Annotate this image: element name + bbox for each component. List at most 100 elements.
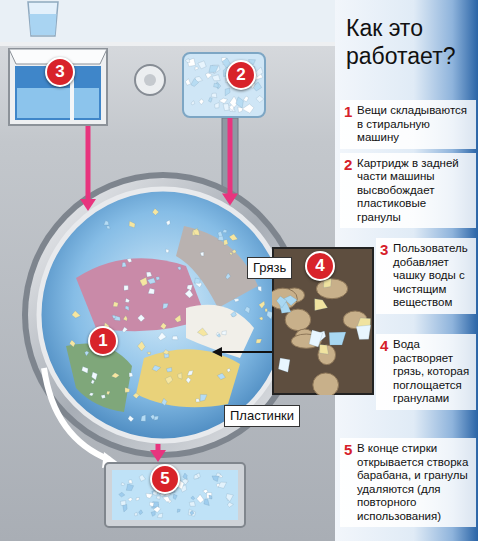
water-glass xyxy=(28,2,58,36)
plastic-granule xyxy=(91,380,95,384)
plastic-granule xyxy=(185,79,190,86)
drawer-frame xyxy=(9,49,107,125)
plastic-granule xyxy=(107,391,111,394)
dirt-particle xyxy=(313,373,339,395)
plastic-granule xyxy=(125,388,130,393)
plastic-granule xyxy=(218,231,223,237)
plastic-granule xyxy=(152,208,159,215)
plastic-granule xyxy=(278,358,290,372)
plastic-granule xyxy=(165,376,173,384)
machine-body xyxy=(0,42,335,541)
plastic-granule xyxy=(259,301,265,309)
knob-center xyxy=(144,74,156,86)
plastic-granule xyxy=(193,230,200,236)
cartridge-body xyxy=(183,53,265,117)
step-text: Вещи складываются в стиральную машину xyxy=(357,104,473,145)
plastic-granule xyxy=(122,262,126,267)
plastic-granule xyxy=(138,341,146,351)
plastic-granule xyxy=(123,316,127,322)
glass-water xyxy=(30,14,57,35)
plastic-granule xyxy=(196,399,200,402)
plastic-granule xyxy=(209,98,213,103)
callout-number: 2 xyxy=(226,60,256,90)
plastic-granule xyxy=(265,308,268,311)
zoom-frame xyxy=(273,248,373,394)
plastic-granule xyxy=(173,494,177,499)
flow-arrow xyxy=(222,118,238,205)
plastic-granule xyxy=(160,323,166,330)
plastic-granule xyxy=(226,494,233,502)
plastic-granule xyxy=(163,350,169,355)
plastic-granule xyxy=(356,325,371,339)
plastic-granule xyxy=(146,493,152,498)
step-row: 2Картридж в задней части машины высвобож… xyxy=(340,153,476,229)
plastic-granule xyxy=(121,482,125,486)
plastic-granule xyxy=(82,367,88,374)
part-label: Грязь xyxy=(253,260,286,275)
plastic-granule xyxy=(225,88,230,96)
plastic-granule xyxy=(329,332,346,345)
plastic-granule xyxy=(162,398,167,405)
part-label: Пластинки xyxy=(230,408,294,423)
plastic-granule xyxy=(154,416,158,420)
plastic-granule xyxy=(200,252,203,256)
diagram-title: Как это работает? xyxy=(346,14,474,70)
door-outer-ring xyxy=(22,172,304,458)
plastic-granule xyxy=(258,286,262,291)
control-knob xyxy=(135,65,165,95)
plastic-granule xyxy=(106,226,110,229)
plastic-granule xyxy=(194,278,200,283)
plastic-granule xyxy=(194,475,199,480)
dirt-particle xyxy=(316,279,347,299)
plastic-granule xyxy=(188,509,196,516)
plastic-granule xyxy=(119,492,125,497)
plastic-granule xyxy=(166,249,169,253)
plastic-granule xyxy=(320,344,329,354)
plastic-granule xyxy=(224,239,228,245)
plastic-granule xyxy=(151,511,155,516)
plastic-granule xyxy=(309,330,323,347)
plastic-granule xyxy=(139,510,143,515)
plastic-granule xyxy=(187,371,193,376)
arrow-shaft xyxy=(156,444,161,451)
plastic-granule xyxy=(136,497,139,500)
plastic-granule xyxy=(256,339,262,343)
plastic-granule xyxy=(195,67,198,70)
plastic-granule xyxy=(256,96,264,103)
plastic-granule xyxy=(129,480,133,484)
plastic-granule xyxy=(85,351,89,356)
plastic-granule xyxy=(70,340,76,347)
step-text: В конце стирки открывается створка бараб… xyxy=(357,442,473,523)
callout-number: 4 xyxy=(305,251,335,281)
plastic-granule xyxy=(189,502,195,507)
plastic-granule xyxy=(212,476,219,482)
plastic-granule xyxy=(177,267,181,271)
detergent-drawer: 3 xyxy=(8,48,108,126)
plastic-granule xyxy=(89,393,93,396)
plastic-granule xyxy=(190,511,194,516)
plastic-granule xyxy=(134,512,137,516)
plastic-granule xyxy=(156,496,160,500)
step-row: 5В конце стирки открывается створка бара… xyxy=(340,438,476,527)
plastic-granule xyxy=(129,373,133,377)
plastic-granule xyxy=(212,75,220,81)
plastic-granule xyxy=(101,395,105,399)
step-number: 5 xyxy=(344,442,357,458)
label-box: Пластинки xyxy=(224,405,300,427)
granule-cartridge: 2 xyxy=(182,52,266,118)
plastic-granule xyxy=(166,220,170,225)
plastic-granule xyxy=(172,336,178,340)
plastic-granule xyxy=(200,394,207,401)
step-row: 1Вещи складываются в стиральную машину xyxy=(340,100,476,149)
plastic-granule xyxy=(191,496,195,500)
plastic-granule xyxy=(185,59,190,63)
plastic-granule xyxy=(163,303,169,309)
plastic-granule xyxy=(178,373,182,379)
plastic-granule xyxy=(198,61,206,69)
plastic-granule xyxy=(128,498,133,502)
plastic-granule xyxy=(111,373,119,378)
plastic-granule xyxy=(191,79,199,87)
plastic-granule xyxy=(197,328,207,336)
plastic-granule xyxy=(153,506,160,512)
plastic-granule xyxy=(166,368,171,372)
